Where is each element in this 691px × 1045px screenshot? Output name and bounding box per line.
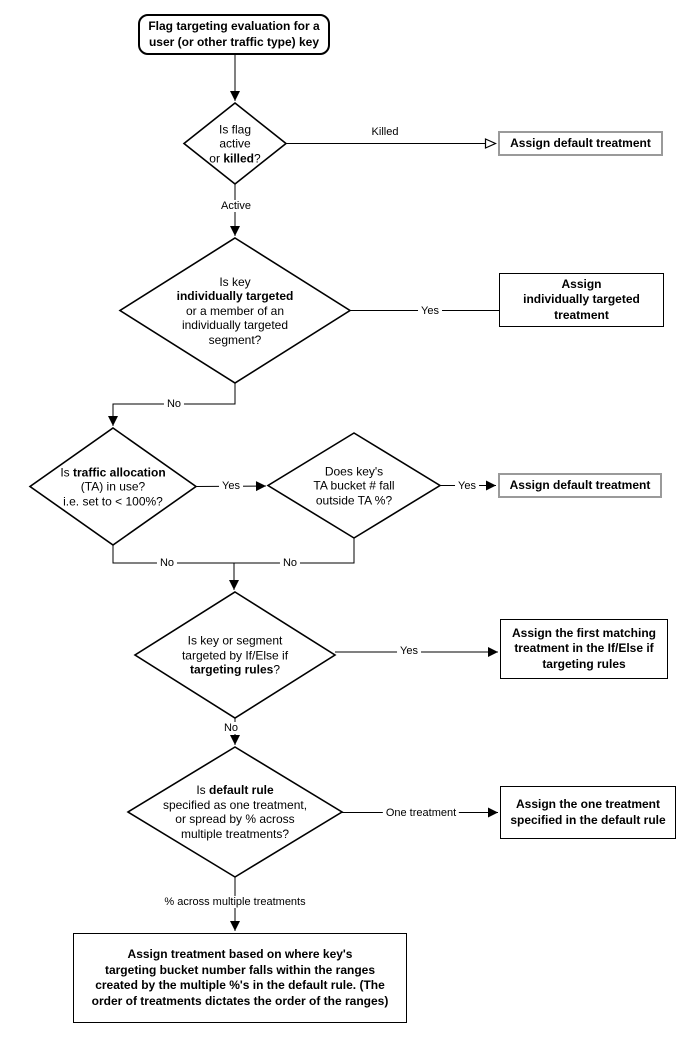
edge-label-killed: Killed — [368, 126, 402, 138]
start-node-text: user (or other traffic type) key — [148, 34, 320, 49]
edge-label-no-rules: No — [220, 722, 242, 734]
edge-label-no-bucket: No — [279, 557, 301, 569]
terminal-assign-default-ta: Assign default treatment — [498, 473, 662, 498]
edge-label-yes-individual: Yes — [418, 305, 442, 317]
terminal-assign-one-treatment: Assign the one treatment specified in th… — [500, 786, 676, 839]
edge-label-no-ta: No — [156, 557, 178, 569]
terminal-assign-first-matching: Assign the first matching treatment in t… — [500, 619, 668, 679]
start-node-text: Flag targeting evaluation for a — [148, 19, 320, 33]
decision-individual-target-shape — [118, 237, 352, 384]
terminal-assign-individually-targeted: Assign individually targeted treatment — [499, 273, 664, 327]
edge-label-pct-multiple: % across multiple treatments — [161, 896, 309, 908]
decision-targeting-rules-shape — [133, 591, 337, 719]
terminal-assign-default-killed: Assign default treatment — [498, 131, 663, 156]
edge-label-yes-bucket: Yes — [455, 480, 479, 492]
terminal-assign-percentage-ranges: Assign treatment based on where key's ta… — [73, 933, 407, 1023]
decision-flag-status-shape — [182, 101, 288, 186]
edge-label-yes-rules: Yes — [397, 645, 421, 657]
edge-label-active: Active — [218, 200, 254, 212]
decision-ta-bucket-shape — [266, 432, 442, 539]
decision-traffic-allocation-shape — [28, 427, 198, 546]
start-node: Flag targeting evaluation for a user (or… — [138, 14, 330, 55]
edge-label-no-individual: No — [163, 398, 185, 410]
edge-label-one-treatment: One treatment — [382, 807, 460, 819]
edge-no-bucket — [234, 538, 355, 564]
edge-label-yes-ta: Yes — [219, 480, 243, 492]
decision-default-rule-shape — [126, 746, 344, 878]
